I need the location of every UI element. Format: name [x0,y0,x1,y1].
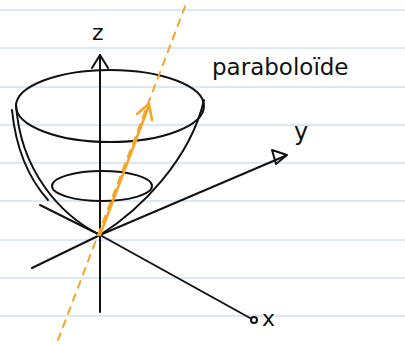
orange-line [58,4,186,340]
axis-label: x [262,308,275,330]
axis-label: z [92,22,104,44]
axes [32,55,287,323]
notebook-lines [0,10,405,316]
paraboloid-surface [12,70,204,235]
surface-label: paraboloïde [212,56,349,79]
axis-label: y [294,120,308,144]
